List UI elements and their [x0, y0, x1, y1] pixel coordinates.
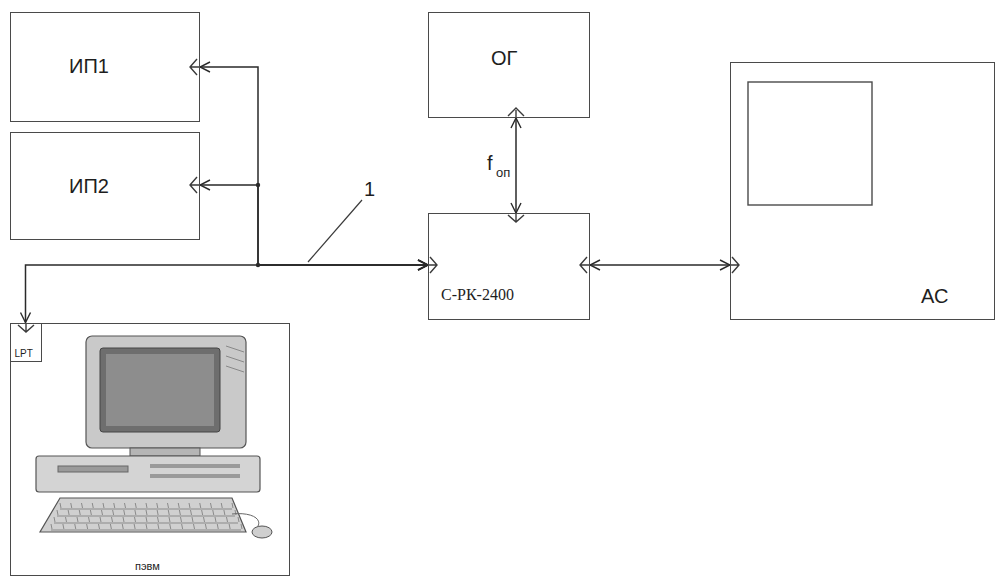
box-label: ИП1: [69, 55, 109, 77]
equipment-box: ИП2: [10, 132, 200, 240]
signal-connector: [590, 264, 730, 266]
signal-connector: [26, 265, 429, 323]
connector-symbols: [18, 59, 739, 332]
equipment-box: пэвм LPT: [10, 323, 290, 576]
junction-dot: [256, 263, 260, 267]
box-label: ИП2: [69, 175, 109, 197]
signal-name: f: [487, 152, 493, 174]
box-label: пэвм: [135, 560, 160, 572]
box-label: LPT: [15, 348, 33, 359]
box-label: ОГ: [491, 47, 517, 69]
computer-illustration: [36, 336, 272, 538]
equipment-box: АС: [730, 62, 995, 320]
leader-line: [308, 200, 362, 262]
equipment-box: ОГ: [428, 12, 590, 118]
equipment-box: LPT: [10, 323, 42, 362]
callout-number: 1: [364, 178, 375, 200]
screen-window: [748, 82, 872, 205]
equipment-box: ИП1: [10, 12, 200, 122]
signal-connector: [515, 118, 517, 213]
signal-connector: [200, 67, 428, 265]
junction-dot: [256, 183, 260, 187]
box-label: АС: [921, 285, 948, 307]
signal-connector: [200, 185, 428, 265]
signal-name: оп: [496, 166, 510, 180]
equipment-box: С-РК-2400: [428, 213, 590, 320]
box-label: С-РК-2400: [441, 286, 514, 304]
